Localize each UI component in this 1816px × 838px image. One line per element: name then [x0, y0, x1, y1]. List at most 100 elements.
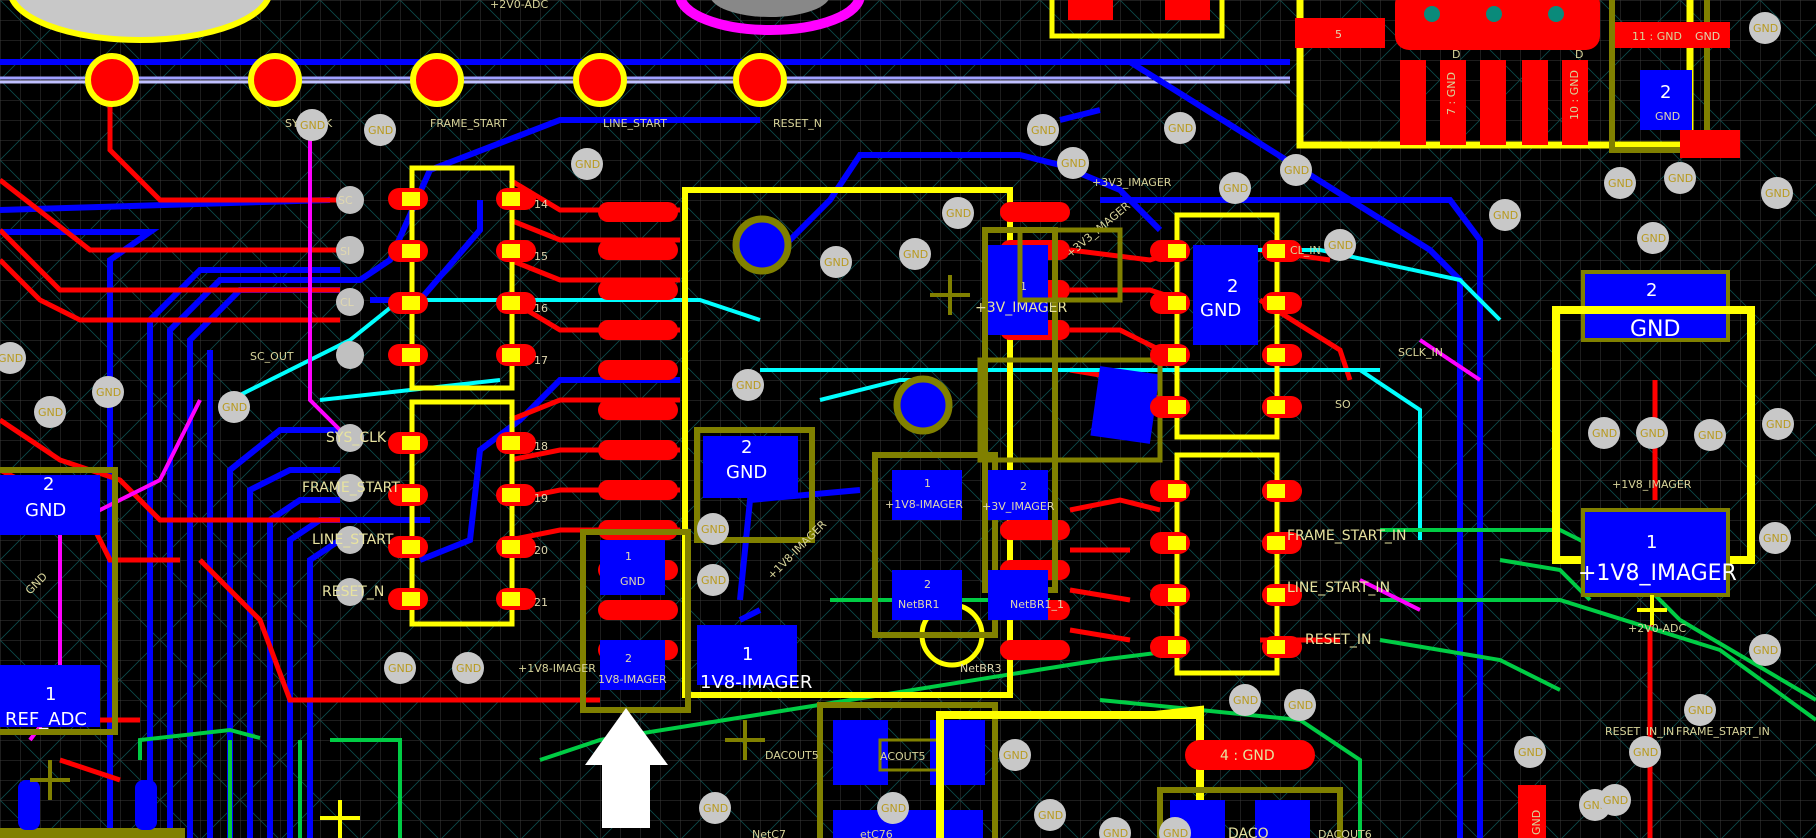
cap-dac6-outline[interactable]	[1157, 787, 1343, 838]
gnd-via[interactable]	[999, 739, 1031, 771]
ic-outline-u4[interactable]	[1174, 452, 1280, 676]
header-pin-row[interactable]	[85, 53, 787, 107]
cap-ref-pad-2[interactable]	[0, 475, 100, 535]
gnd-via[interactable]	[1749, 634, 1781, 666]
rn-br1-pad-1[interactable]	[892, 470, 962, 520]
rn-br1-pad-2[interactable]	[892, 570, 962, 620]
gnd-via[interactable]	[1514, 736, 1546, 768]
gnd-via[interactable]	[1684, 694, 1716, 726]
gnd-via[interactable]	[1057, 147, 1089, 179]
gnd-via-label: GND	[96, 386, 121, 399]
pad-right-small[interactable]	[1680, 130, 1740, 158]
gnd-via[interactable]	[942, 197, 974, 229]
gnd-via[interactable]	[34, 396, 66, 428]
regulator-1v8-pad[interactable]	[1581, 508, 1730, 597]
pad-11-gnd[interactable]	[1615, 22, 1730, 48]
gnd-via-label: GND	[1163, 827, 1188, 838]
gnd-via[interactable]	[1637, 222, 1669, 254]
gnd-via[interactable]	[1159, 817, 1191, 838]
gnd-via[interactable]	[1636, 417, 1668, 449]
gnd-via[interactable]	[92, 376, 124, 408]
gnd-via[interactable]	[697, 513, 729, 545]
gnd-via[interactable]	[1099, 817, 1131, 838]
cap-dac-pad-3[interactable]	[833, 810, 983, 838]
ic-outline-u2[interactable]	[409, 399, 515, 627]
bottom-layer-traces[interactable]	[0, 59, 1483, 838]
pad-top-mid-2[interactable]	[1165, 0, 1210, 20]
component-outline-top-mid[interactable]	[1049, 0, 1225, 39]
gnd-via[interactable]	[1599, 784, 1631, 816]
rn-net-netbr1: NetBR1	[898, 598, 940, 611]
gnd-via[interactable]	[218, 391, 250, 423]
gnd-via[interactable]	[571, 148, 603, 180]
ic-outline-u1[interactable]	[409, 165, 515, 391]
gnd-via[interactable]	[1489, 199, 1521, 231]
gnd-via[interactable]	[364, 114, 396, 146]
cyan-traces[interactable]	[229, 248, 1502, 540]
cap-3v3-pad-3[interactable]	[988, 570, 1048, 620]
cap-dac6-pad-2[interactable]	[1255, 800, 1310, 838]
pad-bottom-left-2[interactable]	[135, 780, 157, 830]
cap-ref-outline[interactable]	[0, 467, 118, 735]
ic-u3-silk-pins	[1168, 244, 1285, 414]
component-outline-r[interactable]	[1017, 227, 1123, 303]
vias-left-column[interactable]	[336, 186, 364, 606]
pad-bottom-left-1[interactable]	[18, 780, 40, 830]
cap-gnd-pad-2[interactable]	[703, 436, 798, 498]
cap-dac-outline[interactable]	[817, 702, 998, 838]
gnd-via[interactable]	[1762, 408, 1794, 440]
gnd-via[interactable]	[1027, 114, 1059, 146]
gnd-via[interactable]	[1694, 419, 1726, 451]
gnd-via[interactable]	[1280, 154, 1312, 186]
gnd-via[interactable]	[732, 369, 764, 401]
mounting-ring-top[interactable]	[675, 0, 865, 35]
gnd-via[interactable]	[697, 564, 729, 596]
pad-top-right-2[interactable]	[1640, 70, 1692, 130]
gnd-via[interactable]	[296, 109, 328, 141]
gnd-via[interactable]	[1229, 684, 1261, 716]
pad-top-mid-1[interactable]	[1068, 0, 1113, 20]
regulator-1v8-pad-1[interactable]	[697, 625, 797, 685]
gnd-via[interactable]	[452, 652, 484, 684]
gnd-via-label: GND	[1765, 187, 1790, 200]
ic-u5-pins-bottom[interactable]	[1400, 60, 1588, 145]
cap-c1-pad-2[interactable]	[600, 640, 665, 690]
connector-mount-hole-2[interactable]	[893, 375, 953, 435]
gnd-via[interactable]	[1588, 417, 1620, 449]
cap-diamond-pad[interactable]	[1090, 366, 1160, 444]
cap-c1-pad-1[interactable]	[600, 540, 665, 595]
gnd-via[interactable]	[1164, 112, 1196, 144]
gnd-via[interactable]	[1664, 162, 1696, 194]
gnd-via[interactable]	[1759, 522, 1791, 554]
connector-mount-hole-1[interactable]	[732, 215, 792, 275]
mounting-hole-top-left[interactable]	[9, 0, 271, 43]
pad-4-gnd[interactable]	[1185, 740, 1315, 770]
ic-u3-thermal-pad[interactable]	[1193, 245, 1258, 345]
gnd-via[interactable]	[0, 342, 26, 374]
gnd-via[interactable]	[1629, 736, 1661, 768]
gnd-via[interactable]	[1604, 167, 1636, 199]
ic-outline-u3[interactable]	[1174, 212, 1280, 440]
cap-c1-outline[interactable]	[580, 529, 691, 713]
gnd-via[interactable]	[384, 652, 416, 684]
gnd-via[interactable]	[877, 792, 909, 824]
cap-ref-pad-1[interactable]	[0, 665, 100, 727]
component-outline-top-right[interactable]	[1609, 0, 1710, 153]
gnd-via[interactable]	[1749, 12, 1781, 44]
pad-u5-5[interactable]	[1295, 18, 1385, 48]
gnd-via[interactable]	[1284, 689, 1316, 721]
gnd-via[interactable]	[899, 238, 931, 270]
gnd-via[interactable]	[1761, 177, 1793, 209]
pad-bottom-right[interactable]	[1518, 785, 1546, 838]
gnd-via[interactable]	[820, 246, 852, 278]
gnd-via[interactable]	[1034, 799, 1066, 831]
connector-imager-outline[interactable]	[682, 187, 1013, 698]
gnd-via[interactable]	[699, 792, 731, 824]
gnd-via[interactable]	[1324, 229, 1356, 261]
cap-gnd-outline[interactable]	[694, 427, 815, 543]
gnd-via[interactable]	[1219, 172, 1251, 204]
cap-3v3-pad-2[interactable]	[988, 470, 1048, 520]
rn-br1-outline[interactable]	[872, 452, 998, 638]
